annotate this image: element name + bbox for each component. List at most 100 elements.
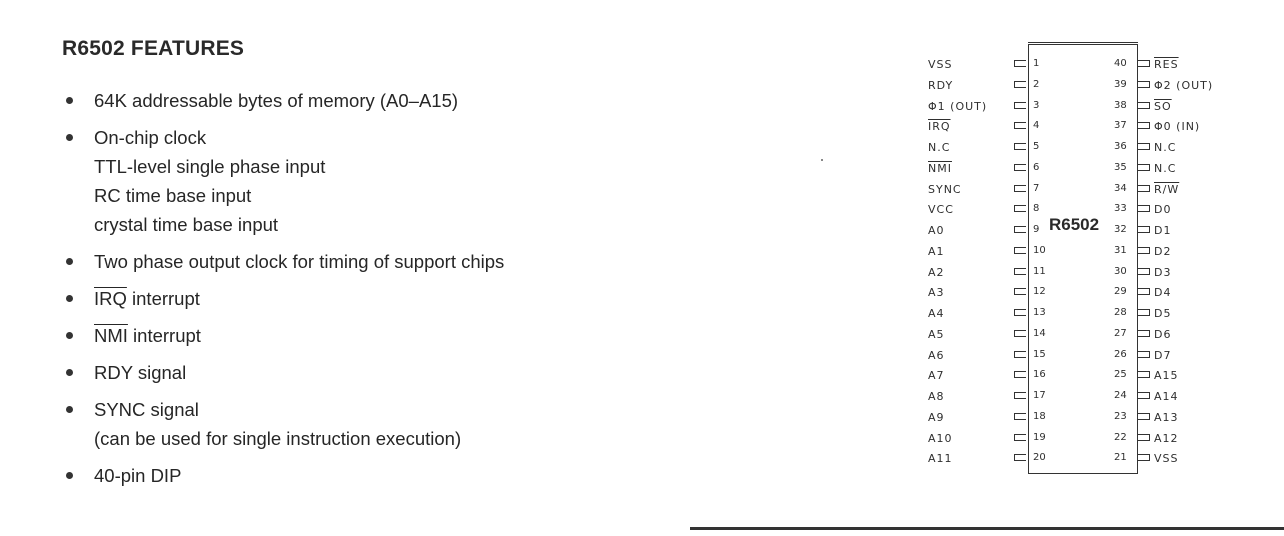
- feature-line: SYNC signal: [94, 395, 766, 424]
- pin-label: D4: [1154, 286, 1172, 300]
- pin-number: 35: [1114, 161, 1127, 173]
- feature-item: 64K addressable bytes of memory (A0–A15): [66, 86, 766, 115]
- pin-label: A13: [1154, 410, 1179, 424]
- feature-line: On-chip clock: [94, 123, 766, 152]
- pin-label: D2: [1154, 244, 1172, 258]
- feature-item: SYNC signal (can be used for single instr…: [66, 395, 766, 453]
- pin-number: 1: [1033, 58, 1040, 69]
- bullet-icon: [66, 258, 73, 265]
- pin-lead: [1014, 288, 1026, 296]
- pin-label: IRQ: [928, 120, 951, 134]
- pin-lead: [1138, 454, 1150, 462]
- pin-35: N.C 35: [1112, 158, 1282, 178]
- pin-lead: [1138, 371, 1150, 379]
- pin-label: A14: [1154, 390, 1179, 403]
- pin-label: N.C: [1154, 161, 1177, 175]
- feature-text: On-chip clock: [94, 127, 207, 148]
- pin-number: 16: [1033, 369, 1046, 381]
- pin-4: IRQ 4: [928, 116, 1039, 136]
- feature-line: Two phase output clock for timing of sup…: [94, 247, 766, 276]
- pin-label: Φ2 (OUT): [1154, 78, 1214, 92]
- pin-lead: [1014, 80, 1026, 88]
- feature-line: (can be used for single instruction exec…: [94, 424, 766, 453]
- pin-number: 29: [1114, 286, 1127, 298]
- pin-number: 3: [1033, 99, 1040, 111]
- pin-lead: [1014, 122, 1026, 130]
- pin-lead: [1014, 267, 1026, 275]
- pin-label: D3: [1154, 265, 1172, 279]
- feature-text: (can be used for single instruction exec…: [94, 428, 462, 449]
- pin-lead: [1138, 80, 1150, 88]
- feature-text: 40-pin DIP: [94, 465, 182, 486]
- pin-label: D6: [1154, 327, 1172, 341]
- feature-text: SYNC signal: [94, 399, 199, 420]
- pin-lead: [1138, 392, 1150, 399]
- pin-number: 28: [1114, 307, 1127, 318]
- pin-label: A1: [928, 244, 945, 258]
- pin-lead: [1138, 101, 1150, 109]
- pin-number: 20: [1033, 452, 1046, 464]
- pin-lead: [1014, 329, 1026, 337]
- pin-label: A3: [928, 286, 945, 300]
- pin-number: 38: [1114, 99, 1127, 111]
- scan-speck: [821, 159, 823, 161]
- feature-line: RDY signal: [94, 358, 766, 387]
- pin-lead: [1014, 246, 1026, 254]
- pin-label: SO: [1154, 99, 1172, 113]
- pin-lead: [1014, 454, 1026, 462]
- pin-number: 36: [1114, 141, 1127, 152]
- pin-label: A0: [928, 224, 945, 237]
- signal-name: NMI: [94, 325, 128, 346]
- feature-line: TTL-level single phase input: [94, 152, 766, 181]
- pin-lead: [1014, 163, 1026, 171]
- pin-lead: [1138, 412, 1150, 420]
- chip-name: R6502: [1049, 215, 1100, 234]
- feature-line: NMI interrupt: [94, 321, 766, 350]
- feature-item: NMI interrupt: [66, 321, 766, 350]
- pin-label: A6: [928, 348, 945, 362]
- pin-number: 22: [1114, 431, 1127, 443]
- pin-number: 30: [1114, 265, 1127, 277]
- pin-lead: [1014, 143, 1026, 150]
- pin-lead: [1014, 101, 1026, 109]
- pin-label: Φ0 (IN): [1154, 120, 1201, 134]
- feature-text: TTL-level single phase input: [94, 156, 326, 177]
- pin-30: D3 30: [1112, 262, 1282, 282]
- pin-lead: [1138, 143, 1150, 150]
- feature-text: interrupt: [126, 288, 200, 309]
- signal-name: IRQ: [94, 288, 127, 309]
- bullet-icon: [66, 369, 73, 376]
- pin-number: 4: [1033, 120, 1040, 132]
- pin-number: 39: [1114, 78, 1127, 90]
- pin-29: D4 29: [1112, 282, 1282, 302]
- pin-lead: [1138, 226, 1150, 233]
- pin-lead: [1014, 226, 1026, 233]
- pin-number: 40: [1114, 58, 1127, 69]
- feature-item: RDY signal: [66, 358, 766, 387]
- pin-number: 23: [1114, 410, 1127, 422]
- pin-number: 31: [1114, 244, 1127, 256]
- bullet-icon: [66, 134, 73, 141]
- pin-lead: [1138, 309, 1150, 316]
- pin-lead: [1138, 288, 1150, 296]
- pin-label: VSS: [1154, 452, 1179, 466]
- pin-39: Φ2 (OUT) 39: [1112, 75, 1282, 95]
- pin-number: 5: [1033, 141, 1040, 152]
- feature-line: crystal time base input: [94, 210, 766, 239]
- pin-number: 11: [1033, 265, 1046, 277]
- feature-text: Two phase output clock for timing of sup…: [94, 251, 505, 272]
- pin-label: VCC: [928, 203, 954, 217]
- feature-list: 64K addressable bytes of memory (A0–A15)…: [66, 86, 766, 490]
